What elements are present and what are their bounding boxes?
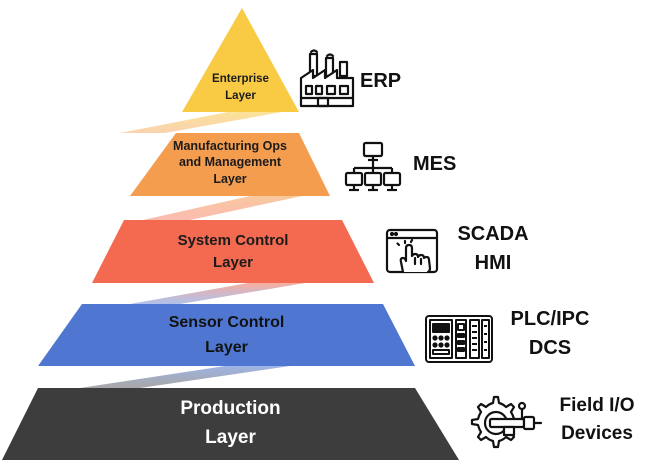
layer-label-system-control-line-1: System Control: [178, 232, 289, 249]
layer-label-enterprise-line-2: Layer: [225, 90, 256, 102]
pyramid-layer-shape-sensor-control: [38, 304, 415, 366]
gear-sensor-icon: [470, 393, 544, 453]
system-label-scada: SCADA: [457, 223, 529, 245]
factory-icon: [296, 48, 358, 110]
system-label-field-io: Field I/O: [559, 395, 635, 416]
layer-label-manufacturing-line-1: Manufacturing Ops: [173, 139, 287, 153]
system-label-mes: MES: [413, 150, 473, 179]
layer-label-manufacturing-line-3: Layer: [213, 172, 246, 186]
system-label-plc-ipc: PLC/IPC: [510, 308, 590, 330]
pyramid-layer-shape-system-control: [92, 220, 374, 283]
connector-band-2: [143, 196, 302, 220]
system-label-dcs: DCS: [528, 337, 572, 359]
layer-label-system-control-line-2: Layer: [213, 254, 253, 271]
system-label-plc-dcs: PLC/IPC DCS: [500, 305, 600, 363]
touchscreen-hand-icon: [385, 228, 441, 278]
layer-label-manufacturing-line-2: and Management: [179, 155, 282, 169]
pyramid-layer-shape-manufacturing: [130, 133, 330, 196]
layer-label-enterprise-line-1: Enterprise: [212, 73, 269, 85]
network-computers-icon: [344, 140, 402, 196]
layer-label-production-line-1: Production: [180, 398, 280, 419]
connector-band-1: [120, 112, 282, 133]
layer-label-sensor-control-line-1: Sensor Control: [169, 314, 285, 331]
system-label-devices: Devices: [561, 422, 633, 444]
connector-band-3: [130, 283, 305, 304]
system-label-mes-line-1: MES: [413, 153, 457, 175]
plc-controller-icon: [424, 314, 494, 364]
system-label-erp: ERP: [360, 67, 420, 96]
layer-label-production-line-2: Layer: [205, 427, 256, 448]
pyramid-layer-shape-production: [2, 388, 459, 460]
system-label-scada-hmi: SCADA HMI: [448, 220, 538, 278]
layer-label-sensor-control-line-2: Layer: [205, 339, 248, 356]
system-label-hmi: HMI: [474, 252, 512, 274]
system-label-erp-line-1: ERP: [360, 70, 402, 92]
connector-band-4: [80, 366, 290, 388]
pyramid-layer-shape-enterprise: [182, 8, 299, 112]
system-label-field-devices: Field I/O Devices: [549, 392, 645, 447]
